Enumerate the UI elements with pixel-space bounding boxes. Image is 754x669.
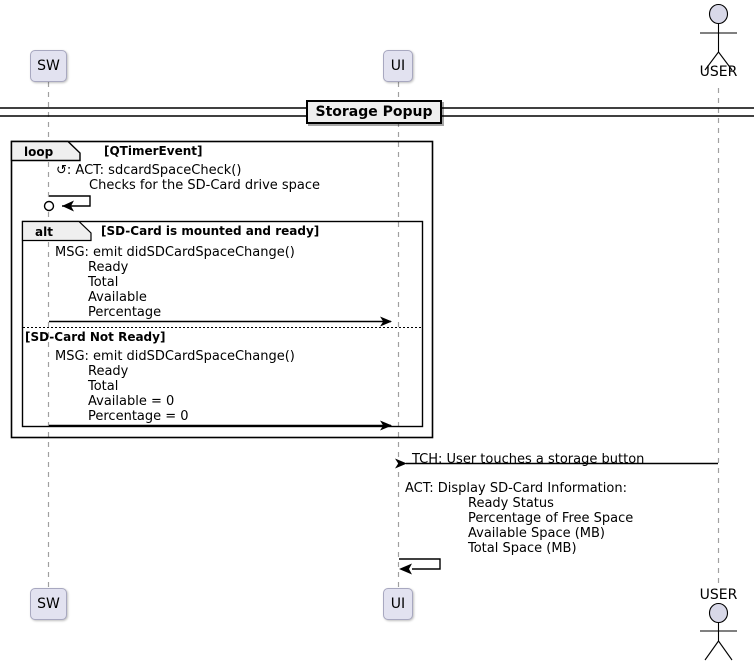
message-self-display-info-text: ACT: Display SD-Card Information: Ready … xyxy=(405,481,633,556)
loop-operator-label: loop xyxy=(24,145,54,159)
arrow-self-display-info xyxy=(399,558,441,575)
participant-ui-top[interactable]: UI xyxy=(383,50,413,82)
participant-sw-bottom-label: SW xyxy=(37,596,60,612)
message-line: Total xyxy=(88,379,119,394)
participant-sw-top[interactable]: SW xyxy=(30,50,67,82)
loop-guard-label: [QTimerEvent] xyxy=(104,144,203,158)
alt-else-guard-label: [SD-Card Not Ready] xyxy=(25,330,166,344)
participant-ui-bottom-label: UI xyxy=(390,596,406,612)
message-self-sdcard-check-text: ↺: ACT: sdcardSpaceCheck() Checks for th… xyxy=(56,163,320,193)
divider-rails xyxy=(0,107,754,117)
message-line: Available = 0 xyxy=(88,394,175,409)
message-line: MSG: emit didSDCardSpaceChange() xyxy=(55,245,295,260)
loop-fragment-frame xyxy=(10,140,434,439)
alt-operator-label: alt xyxy=(35,225,53,239)
alt-guard-label: [SD-Card is mounted and ready] xyxy=(101,224,320,238)
lifelines xyxy=(47,82,720,588)
alt-fragment-frame xyxy=(21,220,424,428)
message-line: Percentage xyxy=(88,305,162,320)
message-line: Ready Status xyxy=(468,496,554,511)
arrow-self-sdcard-check xyxy=(43,195,91,212)
message-emit-ready-text: MSG: emit didSDCardSpaceChange() Ready T… xyxy=(55,245,295,320)
message-line: Percentage of Free Space xyxy=(468,511,634,526)
participant-sw-top-label: SW xyxy=(37,58,60,74)
message-emit-not-ready-text: MSG: emit didSDCardSpaceChange() Ready T… xyxy=(55,349,295,424)
participant-user-top-label: USER xyxy=(699,64,738,80)
message-line: Checks for the SD-Card drive space xyxy=(89,178,321,193)
message-line: Available Space (MB) xyxy=(468,526,606,541)
actor-user-top xyxy=(700,3,737,71)
participant-user-bottom-label: USER xyxy=(699,587,738,603)
message-line: Total xyxy=(88,275,119,290)
actor-user-bottom xyxy=(700,602,737,661)
message-touch-storage-button-text: TCH: User touches a storage button xyxy=(412,452,644,467)
message-line: Ready xyxy=(88,364,129,379)
message-line: TCH: User touches a storage button xyxy=(412,452,645,467)
divider-storage-popup: Storage Popup xyxy=(306,100,442,124)
participant-ui-bottom[interactable]: UI xyxy=(383,588,413,620)
message-line: ACT: Display SD-Card Information: xyxy=(405,481,627,496)
message-line: Ready xyxy=(88,260,129,275)
message-line: Available xyxy=(88,290,147,305)
message-line: Percentage = 0 xyxy=(88,409,189,424)
message-line: MSG: emit didSDCardSpaceChange() xyxy=(55,349,295,364)
message-line: ↺: ACT: sdcardSpaceCheck() xyxy=(56,163,242,178)
message-line: Total Space (MB) xyxy=(468,541,577,556)
participant-ui-top-label: UI xyxy=(390,58,406,74)
participant-sw-bottom[interactable]: SW xyxy=(30,588,67,620)
divider-storage-popup-label: Storage Popup xyxy=(315,104,433,120)
